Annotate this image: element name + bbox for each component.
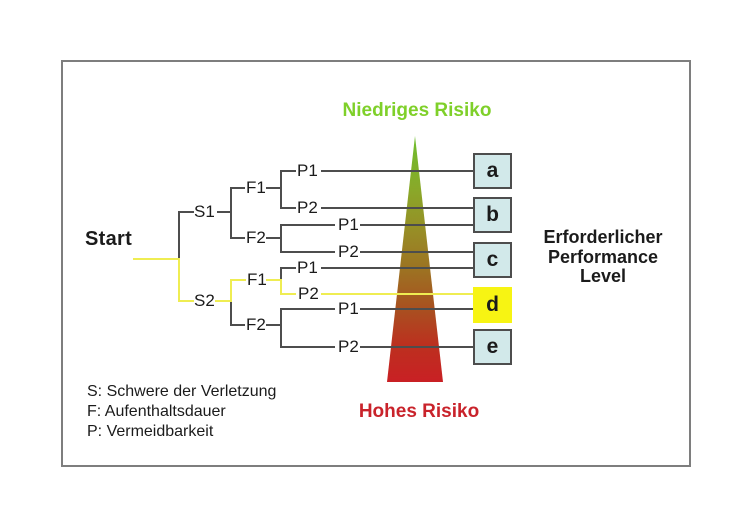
branch-line [266, 187, 282, 189]
highlight-path-line [179, 300, 194, 302]
right-label-line2: Performance [547, 246, 659, 267]
highlight-path-line [215, 300, 232, 302]
branch-line [230, 187, 232, 239]
legend-exposure: F: Aufenthaltsdauer [87, 403, 226, 420]
branch-line [231, 324, 245, 326]
highlight-path-line [178, 258, 180, 302]
node-s2-f1-p1-label: P1 [297, 258, 318, 277]
highlight-path-line [232, 279, 246, 281]
node-s1-f2-label: F2 [246, 228, 266, 247]
branch-line [280, 170, 282, 209]
branch-line [280, 267, 282, 281]
node-s1-f2-p2-label: P2 [338, 242, 359, 261]
branch-line [281, 308, 335, 310]
start-label: Start [85, 228, 133, 250]
branch-line [281, 267, 296, 269]
branch-line [360, 308, 474, 310]
low-risk-title: Niedriges Risiko [342, 100, 492, 121]
right-label-line1: Erforderlicher [543, 227, 663, 247]
node-s2-label: S2 [194, 291, 215, 310]
branch-line [217, 211, 232, 213]
highlight-path-line [133, 258, 180, 260]
branch-line [360, 251, 474, 253]
highlight-path-line [280, 279, 282, 295]
branch-line [281, 251, 335, 253]
branch-line [281, 224, 335, 226]
branch-line [280, 308, 282, 348]
performance-level-box-d: d [473, 287, 512, 323]
performance-level-a-label: a [486, 159, 499, 182]
branch-line [230, 300, 232, 326]
branch-line [179, 211, 194, 213]
highlight-path-line [266, 279, 282, 281]
branch-line [231, 187, 245, 189]
highlight-path-line [230, 279, 232, 302]
performance-level-c-label: c [486, 248, 499, 271]
performance-level-box-e: e [473, 329, 512, 365]
node-s2-f2-label: F2 [246, 315, 266, 334]
branch-line [266, 324, 282, 326]
node-s2-f2-p2-label: P2 [338, 337, 359, 356]
performance-level-b-label: b [486, 203, 499, 226]
highlight-path-line [281, 293, 296, 295]
branch-line [360, 346, 474, 348]
diagram-frame [61, 60, 691, 467]
branch-line [231, 237, 245, 239]
branch-line [178, 211, 180, 260]
node-s1-f1-p2-label: P2 [297, 198, 318, 217]
legend-severity: S: Schwere der Verletzung [87, 383, 277, 400]
node-s1-label: S1 [194, 202, 215, 221]
node-s2-f1-label: F1 [247, 270, 267, 289]
branch-line [281, 170, 296, 172]
node-s2-f2-p1-label: P1 [338, 299, 359, 318]
performance-level-box-b: b [473, 197, 512, 233]
branch-line [321, 207, 474, 209]
legend-avoidance: P: Vermeidbarkeit [87, 423, 214, 440]
required-performance-level-label: Erforderlicher Performance Level [534, 227, 672, 287]
performance-level-d-label: d [486, 293, 499, 316]
node-s1-f1-label: F1 [246, 178, 266, 197]
performance-level-box-a: a [473, 153, 512, 189]
performance-level-e-label: e [486, 335, 499, 358]
node-s1-f1-p1-label: P1 [297, 161, 318, 180]
legend: S: Schwere der Verletzung F: Aufenthalts… [87, 382, 276, 442]
branch-line [281, 207, 296, 209]
highlight-path-line [321, 293, 476, 295]
node-s2-f1-p2-label: P2 [298, 284, 319, 303]
branch-line [281, 346, 335, 348]
branch-line [321, 170, 474, 172]
node-s1-f2-p1-label: P1 [338, 215, 359, 234]
performance-level-box-c: c [473, 242, 512, 278]
branch-line [266, 237, 282, 239]
high-risk-title: Hohes Risiko [358, 401, 480, 422]
branch-line [360, 224, 474, 226]
right-label-line3: Level [579, 266, 627, 286]
branch-line [321, 267, 474, 269]
branch-line [280, 224, 282, 253]
